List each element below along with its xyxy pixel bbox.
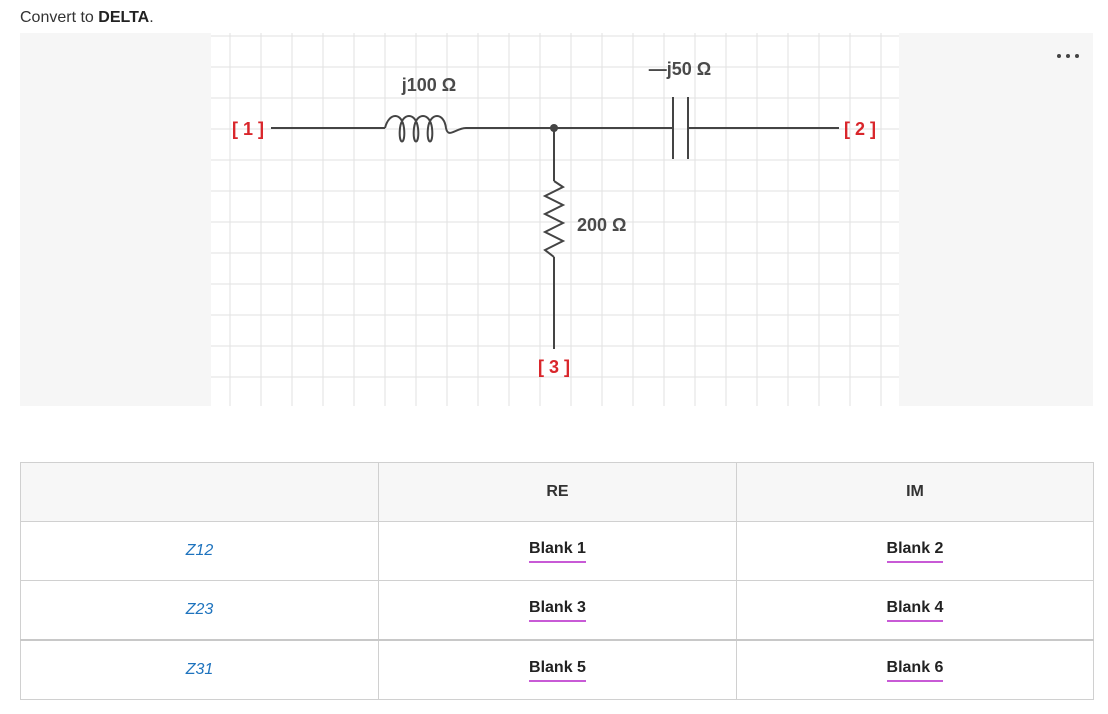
blank-field[interactable]: Blank 5 [529, 659, 586, 682]
row-label-cell: Z12 [20, 521, 379, 581]
blank-field[interactable]: Blank 2 [886, 540, 944, 563]
table-row: Z23 Blank 3 Blank 4 [20, 580, 1094, 641]
re-cell: Blank 1 [378, 521, 737, 581]
prompt-emphasis: DELTA [98, 9, 150, 26]
im-cell: Blank 2 [736, 521, 1094, 581]
junction-dot [550, 124, 558, 132]
row-label: Z23 [185, 601, 214, 618]
more-dot [1075, 54, 1079, 58]
table-row: Z31 Blank 5 Blank 6 [20, 639, 1094, 700]
row-label: Z12 [185, 542, 214, 559]
inductor-symbol [384, 115, 467, 143]
more-options-icon[interactable] [1057, 51, 1079, 61]
prompt-text: Convert to [20, 9, 99, 26]
capacitor-label: —j50 Ω [649, 59, 711, 79]
more-dot [1066, 54, 1070, 58]
circuit-diagram: j100 Ω —j50 Ω 200 Ω [ 1 ] [ 2 ] [ 3 ] [211, 33, 899, 406]
blank-field[interactable]: Blank 4 [886, 599, 944, 622]
table-header-row: RE IM [20, 462, 1094, 522]
row-label: Z31 [185, 661, 214, 678]
more-dot [1057, 54, 1061, 58]
header-im: IM [736, 462, 1094, 522]
blank-field[interactable]: Blank 3 [529, 599, 586, 622]
node3-label: [ 3 ] [538, 357, 570, 377]
re-cell: Blank 3 [378, 580, 737, 641]
row-label-cell: Z31 [20, 639, 379, 700]
node2-label: [ 2 ] [844, 119, 876, 139]
row-label-cell: Z23 [20, 580, 379, 641]
prompt-suffix: . [149, 9, 154, 26]
capacitor-symbol [672, 97, 689, 159]
im-cell: Blank 6 [736, 639, 1094, 700]
node1-label: [ 1 ] [232, 119, 264, 139]
resistor-label: 200 Ω [577, 215, 626, 235]
question-prompt: Convert to DELTA. [20, 8, 154, 28]
blank-field[interactable]: Blank 6 [886, 659, 944, 682]
blank-field[interactable]: Blank 1 [529, 540, 586, 563]
circuit-figure: j100 Ω —j50 Ω 200 Ω [ 1 ] [ 2 ] [ 3 ] [20, 33, 1093, 406]
im-cell: Blank 4 [736, 580, 1094, 641]
re-cell: Blank 5 [378, 639, 737, 700]
header-empty [20, 462, 379, 522]
answer-table: RE IM Z12 Blank 1 Blank 2 Z23 Blank 3 Bl… [20, 462, 1094, 700]
inductor-label: j100 Ω [401, 75, 456, 95]
wires [271, 127, 839, 349]
header-re: RE [378, 462, 737, 522]
table-row: Z12 Blank 1 Blank 2 [20, 521, 1094, 581]
resistor-symbol [542, 180, 566, 258]
